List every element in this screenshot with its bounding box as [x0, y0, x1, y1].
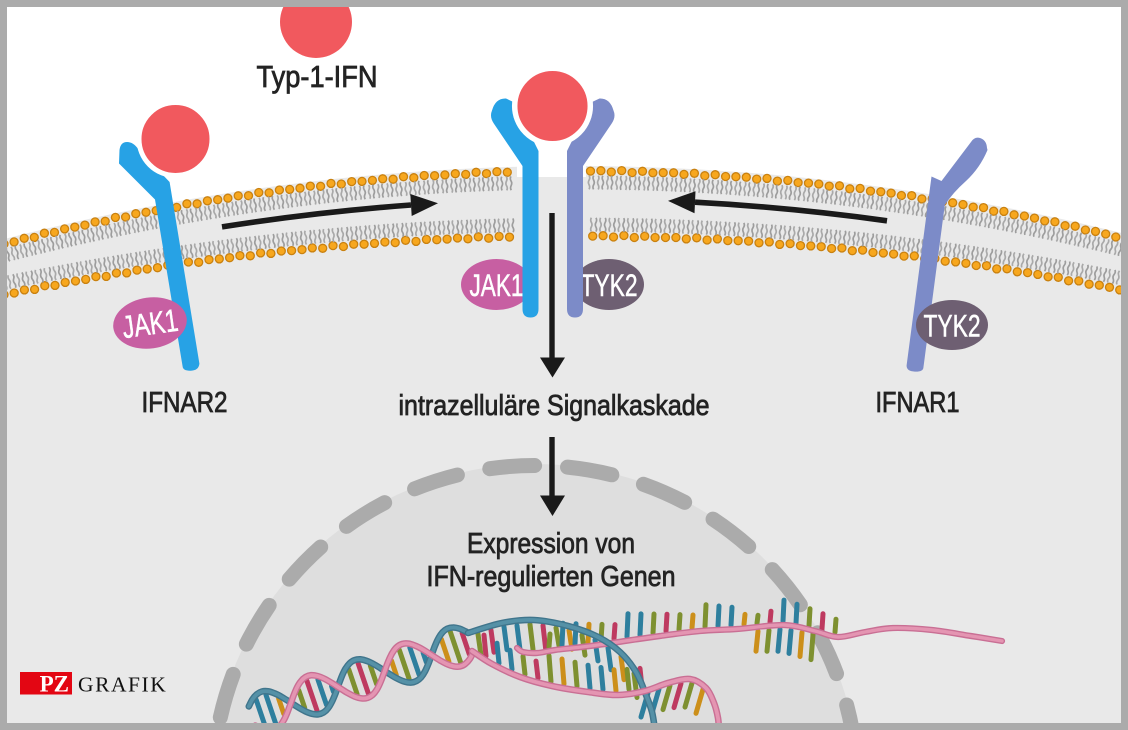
svg-text:TYK2: TYK2	[924, 308, 981, 344]
svg-text:JAK1: JAK1	[470, 267, 524, 303]
svg-text:PZ: PZ	[40, 672, 69, 697]
svg-text:GRAFIK: GRAFIK	[78, 673, 168, 697]
svg-text:TYK2: TYK2	[581, 267, 638, 303]
svg-text:Expression von: Expression von	[467, 528, 635, 560]
svg-text:IFNAR2: IFNAR2	[142, 387, 228, 419]
svg-text:IFN-regulierten Genen: IFN-regulierten Genen	[427, 561, 676, 593]
svg-text:JAK1: JAK1	[120, 302, 180, 345]
svg-text:intrazelluläre Signalkaskade: intrazelluläre Signalkaskade	[399, 390, 710, 422]
svg-text:Typ-1-IFN: Typ-1-IFN	[257, 59, 378, 94]
svg-text:IFNAR1: IFNAR1	[876, 387, 960, 419]
